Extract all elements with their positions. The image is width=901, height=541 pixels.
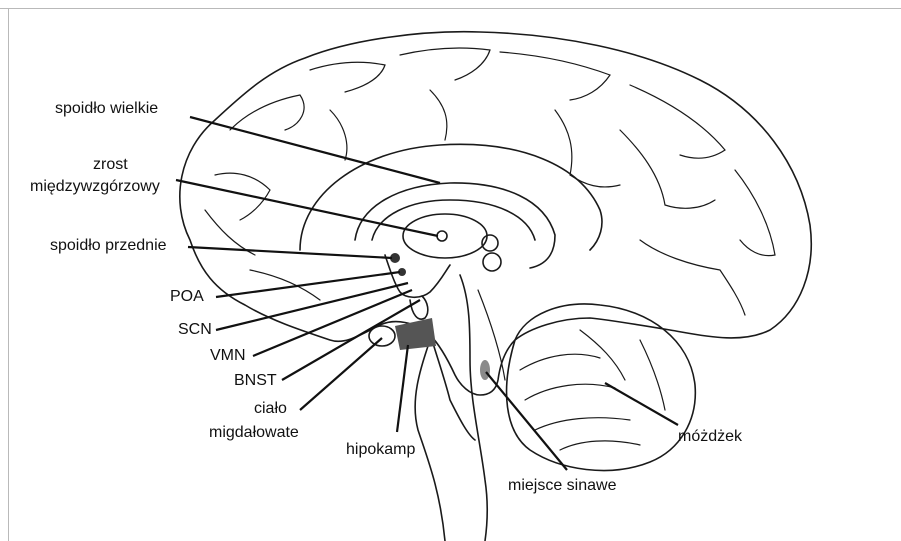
leader-cialo	[300, 338, 382, 410]
gyrus-line	[430, 90, 447, 140]
label-mozdzek: móżdżek	[678, 428, 743, 445]
gyrus-line	[620, 130, 715, 208]
colliculus	[483, 253, 501, 271]
label-zrost-line2: międzywzgórzowy	[30, 178, 160, 195]
interthalamic-adhesion	[437, 231, 447, 241]
label-scn: SCN	[178, 321, 212, 338]
gyrus-line	[330, 110, 347, 160]
cerebellum-folia	[640, 340, 665, 410]
label-miejsce-sinawe: miejsce sinawe	[508, 477, 617, 494]
label-spoidlo-wielkie: spoidło wielkie	[55, 100, 158, 117]
leader-miejsce-sinawe	[486, 372, 567, 470]
thalamus	[403, 214, 487, 258]
corpus-callosum-inner	[372, 200, 535, 240]
locus-coeruleus	[480, 360, 490, 380]
cerebellum-folia	[520, 354, 600, 370]
leader-poa	[216, 272, 400, 297]
leader-zrost	[176, 180, 438, 236]
label-spoidlo-przednie: spoidło przednie	[50, 237, 167, 254]
label-bnst: BNST	[234, 372, 277, 389]
amygdala	[369, 326, 395, 346]
gyrus-line	[400, 48, 490, 80]
label-poa: POA	[170, 288, 204, 305]
cerebellum-folia	[560, 441, 640, 450]
gyrus-line	[230, 95, 304, 130]
gyrus-line	[500, 52, 610, 100]
leader-spoidlo-przednie	[188, 247, 392, 258]
gyrus-line	[215, 173, 270, 220]
leader-hipokamp	[397, 345, 408, 432]
brainstem	[460, 275, 487, 541]
cerebellum-folia	[525, 384, 615, 400]
label-cialo-line1: ciało	[254, 400, 287, 417]
pons	[432, 340, 475, 440]
gyrus-line	[735, 170, 775, 256]
gyrus-line	[555, 110, 620, 187]
label-vmn: VMN	[210, 347, 246, 364]
gyrus-line	[640, 240, 745, 315]
hippocampus	[395, 318, 436, 350]
brainstem-front	[415, 340, 445, 541]
label-hipokamp: hipokamp	[346, 441, 415, 458]
gyrus-line	[630, 85, 725, 158]
gyrus-line	[310, 62, 385, 92]
label-zrost-line1: zrost	[93, 156, 128, 173]
cerebellum-folia	[535, 418, 630, 430]
label-cialo-line2: migdałowate	[209, 424, 299, 441]
